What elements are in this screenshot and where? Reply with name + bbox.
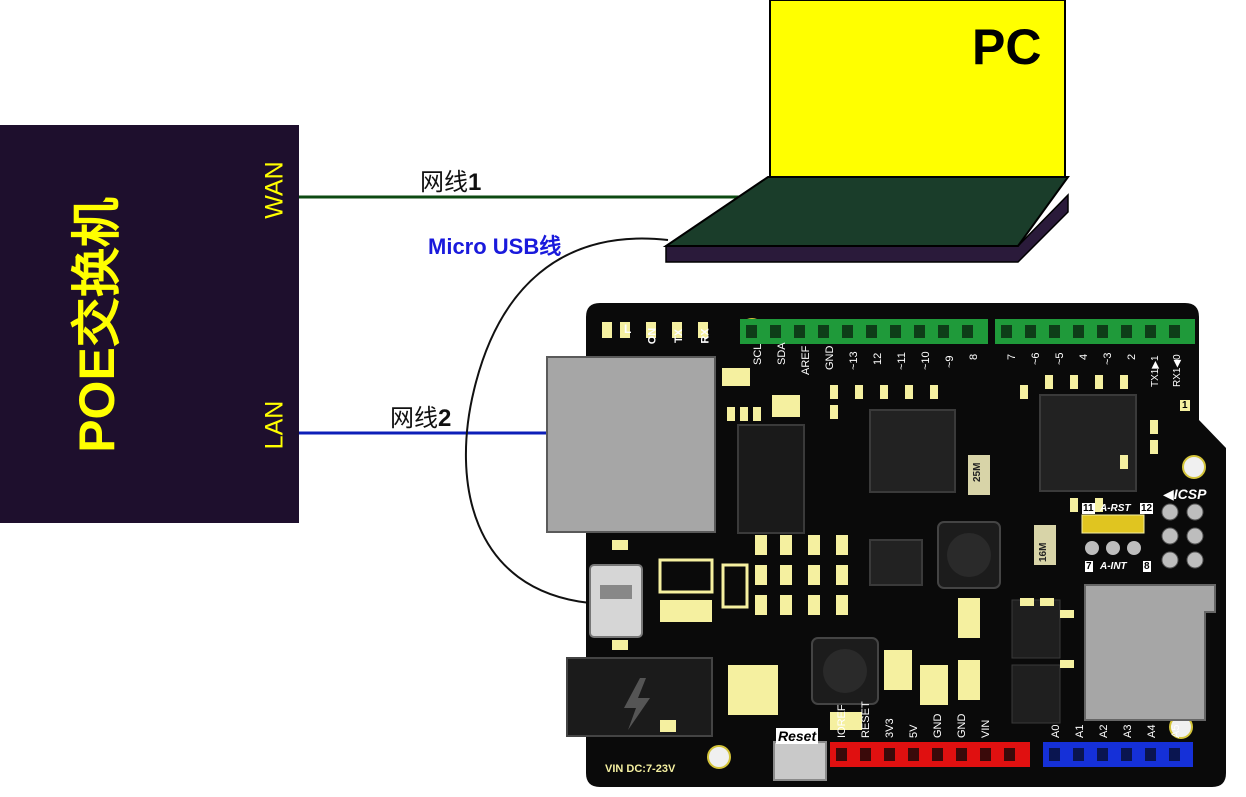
pin-label-2: 2 xyxy=(1126,353,1138,360)
sd-card-slot xyxy=(1084,584,1216,721)
pin-label-a5: A5 xyxy=(1170,724,1182,738)
transformer-chip xyxy=(737,424,805,534)
micro-usb-cable-label: Micro USB线 xyxy=(428,234,562,259)
pin-label-7: 7 xyxy=(1006,353,1018,360)
mount-hole-right xyxy=(1182,455,1206,479)
cable-2-label: 网线2 xyxy=(390,398,451,433)
pin-label-rx1: RX1◀0 xyxy=(1172,354,1183,387)
dc-jack xyxy=(566,657,713,737)
pin-label-reset: RESET xyxy=(860,701,872,738)
pin-label-13: ~13 xyxy=(848,351,860,370)
vin-dc-label: VIN DC:7-23V xyxy=(605,763,676,775)
led-label-on: ON xyxy=(646,327,659,345)
smd-components xyxy=(602,322,1158,732)
pin-label-10: ~10 xyxy=(920,351,932,370)
pin-label-scl: SCL xyxy=(752,343,764,365)
cable-2-text: 网线 xyxy=(390,405,438,432)
pin-label-a4: A4 xyxy=(1146,724,1158,738)
pin-label-sda: SDA xyxy=(776,342,788,365)
icsp-header xyxy=(1161,503,1204,569)
pin-label-9: ~9 xyxy=(944,355,956,368)
pin-label-ioref: IOREF xyxy=(836,704,848,738)
a-rst-label: A-RST xyxy=(1100,503,1131,514)
pin-label-5: ~5 xyxy=(1054,352,1066,365)
poe-switch-box xyxy=(0,125,299,523)
crystal-16m xyxy=(1034,525,1056,565)
pin-label-a0: A0 xyxy=(1050,724,1062,738)
mount-hole-bottom-left xyxy=(707,745,731,769)
pin-label-3v3: 3V3 xyxy=(884,718,896,738)
led-label-rx: RX xyxy=(699,328,712,344)
pin-label-tx1: TX1▶1 xyxy=(1150,355,1161,387)
pc-keyboard xyxy=(662,176,1070,247)
led-label-l: L xyxy=(624,322,632,336)
pin-label-5v: 5V xyxy=(908,724,920,738)
jumper-number-8: 8 xyxy=(1143,561,1151,572)
lan-port-label: LAN xyxy=(260,400,289,450)
pin-label-a2: A2 xyxy=(1098,724,1110,738)
pin-label-gnd: GND xyxy=(824,345,836,370)
micro-usb-port xyxy=(589,564,643,638)
icsp-label: ◀ICSP xyxy=(1163,486,1207,502)
pin-label-a1: A1 xyxy=(1074,724,1086,738)
pin-label-vin: VIN xyxy=(980,719,992,738)
a-int-pins xyxy=(1085,541,1141,555)
pin-label-gnd-1: GND xyxy=(932,713,944,738)
analog-pins xyxy=(1049,748,1180,761)
pc-screen xyxy=(769,0,1066,178)
pin-label-3: ~3 xyxy=(1102,352,1114,365)
crystal-16m-label: 16M xyxy=(1038,542,1049,562)
mcu-chip xyxy=(1039,394,1137,492)
pin-label-12: 12 xyxy=(872,352,884,365)
analog-header xyxy=(1043,742,1193,767)
poe-switch-title: POE交换机 xyxy=(69,197,125,453)
w5500-ethernet-board xyxy=(546,303,1226,787)
jumper-number-12: 12 xyxy=(1140,503,1154,514)
a-int-label: A-INT xyxy=(1100,561,1127,572)
pin-label-gnd-2: GND xyxy=(956,713,968,738)
pin-label-11: ~11 xyxy=(896,352,908,370)
a-rst-jumper xyxy=(1081,514,1145,534)
crystal-25m-label: 25M xyxy=(972,462,983,482)
small-chip xyxy=(869,539,923,586)
rj45-jack xyxy=(546,356,716,533)
pin-label-4: 4 xyxy=(1078,353,1090,360)
pin-label-6: ~6 xyxy=(1030,352,1042,365)
jumper-number-11: 11 xyxy=(1082,503,1095,514)
cable-1-text: 网线 xyxy=(420,169,468,196)
wan-port-label: WAN xyxy=(260,161,289,219)
cable-1-label: 网线1 xyxy=(420,162,481,197)
usb-cable xyxy=(465,237,669,604)
regulator-chip-1 xyxy=(1011,599,1061,659)
pin-label-a3: A3 xyxy=(1122,724,1134,738)
crystal-25m xyxy=(968,455,990,495)
jumper-number-7: 7 xyxy=(1085,561,1093,572)
reset-button xyxy=(773,741,827,781)
header-pins-bottom xyxy=(836,748,1015,761)
cable-2-number: 2 xyxy=(438,405,452,432)
pc-laptop xyxy=(662,0,1070,263)
pin-label-aref: AREF xyxy=(800,345,812,375)
pc-label: PC xyxy=(972,19,1042,75)
reset-label: Reset xyxy=(776,728,819,744)
header-pins-top xyxy=(746,325,1180,338)
power-bolt-icon xyxy=(624,678,650,730)
header-marker-1: 1 xyxy=(1180,400,1190,411)
led-label-tx: TX xyxy=(673,328,686,344)
pin-label-8: 8 xyxy=(968,353,980,360)
cable-1-number: 1 xyxy=(468,169,482,196)
led-indicators xyxy=(620,322,708,338)
regulator-chip-2 xyxy=(1011,664,1061,724)
w5500-chip xyxy=(869,409,956,493)
